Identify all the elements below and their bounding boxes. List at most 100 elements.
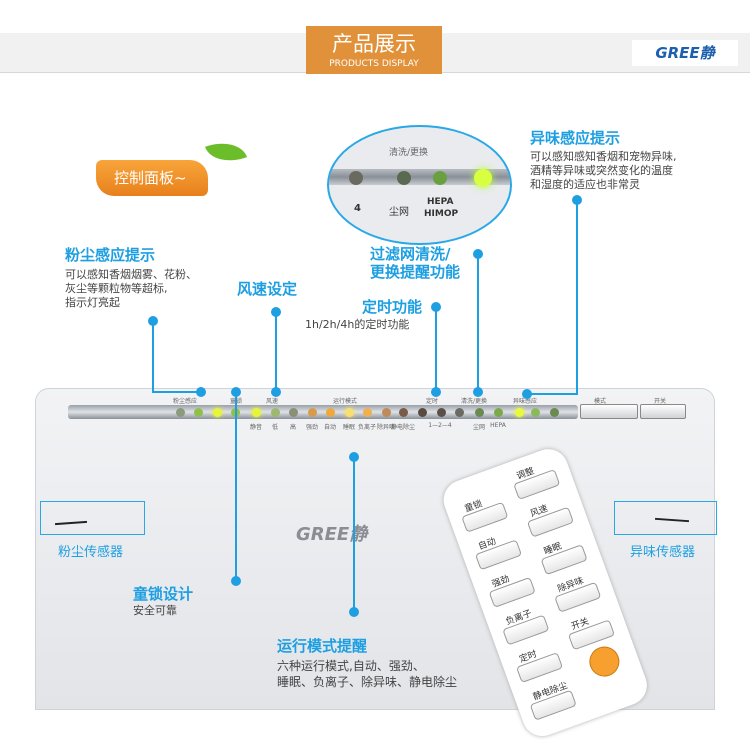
indicator-led (475, 408, 484, 417)
indicator-led (418, 408, 427, 417)
title-line: 过滤网清洗/ (370, 245, 451, 263)
child-lock-desc: 安全可靠 (133, 604, 177, 617)
panel-bottom-label: 强劲 (305, 424, 318, 431)
callout-line (353, 456, 355, 612)
indicator-led (308, 408, 317, 417)
callout-line (275, 310, 277, 392)
desc-line: 六种运行模式,自动、强劲、 (277, 659, 425, 673)
callout-line (435, 305, 437, 392)
mag-group-label: 清洗/更换 (389, 148, 429, 158)
panel-top-label: 定时 (425, 398, 438, 405)
callout-dot (196, 387, 206, 397)
desc-line: 指示灯亮起 (65, 296, 120, 309)
panel-top-label: 粉尘感应 (172, 398, 197, 405)
control-panel-badge: 控制面板~ (96, 160, 208, 196)
indicator-led (399, 408, 408, 417)
dust-sensor-box (40, 501, 145, 535)
callout-dot (431, 387, 441, 397)
timer-desc: 1h/2h/4h的定时功能 (305, 318, 410, 331)
indicator-led (382, 408, 391, 417)
panel-bottom-label: 1—2—4 (428, 422, 452, 429)
panel-bottom-label: 静音 (249, 424, 262, 431)
panel-bottom-label: 静电除尘 (390, 424, 415, 431)
callout-line (477, 252, 479, 392)
timer-title: 定时功能 (362, 298, 423, 316)
dust-sensor-label: 粉尘传感器 (58, 545, 124, 560)
callout-dot (522, 389, 532, 399)
indicator-led (455, 408, 464, 417)
title-line: 更换提醒功能 (370, 263, 461, 281)
indicator-led (194, 408, 203, 417)
callout-dot (271, 387, 281, 397)
child-lock-title: 童锁设计 (133, 585, 194, 603)
indicator-led (550, 408, 559, 417)
mag-led-strip (329, 169, 510, 185)
indicator-led (326, 408, 335, 417)
device-logo: GREE静 (296, 524, 368, 545)
magnifier-closeup: 清洗/更换 4 尘网 HEPA HIMOP (327, 125, 512, 245)
fan-speed-title: 风速设定 (237, 280, 298, 298)
section-title: 产品展示 (332, 32, 416, 56)
panel-top-label: 模式 (593, 398, 606, 405)
indicator-led (363, 408, 372, 417)
odor-hint-title: 异味感应提示 (530, 129, 621, 147)
mag-led (349, 171, 363, 185)
indicator-led (494, 408, 503, 417)
odor-sensor-label: 异味传感器 (630, 545, 696, 560)
callout-line (152, 320, 154, 392)
panel-bottom-label: HEPA (490, 422, 506, 429)
desc-line: 可以感知感知香烟和宠物异味, (530, 150, 677, 163)
leaf-icon (204, 134, 248, 170)
panel-bottom-label: 负离子 (357, 424, 376, 431)
indicator-led (252, 408, 261, 417)
indicator-led (345, 408, 354, 417)
callout-line (576, 198, 578, 394)
callout-line (527, 393, 578, 395)
panel-bottom-label: 高 (289, 424, 296, 431)
mag-led (397, 171, 411, 185)
callout-dot (349, 607, 359, 617)
desc-line: 灰尘等颗粒物等超标, (65, 282, 168, 295)
mag-dust-net: 尘网 (389, 207, 409, 218)
mag-led (433, 171, 447, 185)
panel-top-label: 风速 (265, 398, 278, 405)
indicator-led (213, 408, 222, 417)
panel-top-label: 运行模式 (332, 398, 357, 405)
desc-line: 睡眠、负离子、除异味、静电除尘 (277, 675, 458, 689)
indicator-led (289, 408, 298, 417)
filter-title: 过滤网清洗/更换提醒功能 (370, 245, 460, 281)
callout-dot (473, 387, 483, 397)
run-mode-desc: 六种运行模式,自动、强劲、睡眠、负离子、除异味、静电除尘 (277, 658, 457, 690)
panel-bottom-label: 低 (271, 424, 278, 431)
indicator-led (515, 408, 524, 417)
desc-line: 可以感知香烟烟雾、花粉、 (65, 268, 197, 281)
callout-line (152, 391, 202, 393)
indicator-led (531, 408, 540, 417)
indicator-led (176, 408, 185, 417)
panel-bottom-label: 自动 (323, 424, 336, 431)
panel-bottom-label: 睡眠 (342, 424, 355, 431)
indicator-led (437, 408, 446, 417)
indicator-led (271, 408, 280, 417)
panel-bottom-label: 除异味 (376, 424, 395, 431)
odor-hint-desc: 可以感知感知香烟和宠物异味,酒精等异味或突然变化的温度和湿度的适应也非常灵 (530, 150, 677, 192)
panel-top-label: 异味感应 (512, 398, 537, 405)
brand-logo: GREE静 (632, 40, 738, 66)
callout-dot (231, 576, 241, 586)
mag-hepa: HEPA (427, 197, 454, 207)
panel-top-label: 开关 (653, 398, 666, 405)
callout-line (235, 392, 237, 580)
power-button[interactable] (640, 404, 686, 419)
section-tab: 产品展示 PRODUCTS DISPLAY (306, 26, 442, 74)
mode-button[interactable] (580, 404, 638, 419)
section-subtitle: PRODUCTS DISPLAY (329, 59, 419, 69)
dust-hint-desc: 可以感知香烟烟雾、花粉、灰尘等颗粒物等超标,指示灯亮起 (65, 268, 197, 310)
remote-power-button[interactable] (585, 642, 624, 681)
desc-line: 酒精等异味或突然变化的温度 (530, 164, 673, 177)
desc-line: 和湿度的适应也非常灵 (530, 178, 640, 191)
odor-sensor-box (614, 501, 717, 535)
mag-led-lit (474, 169, 492, 187)
panel-bottom-label: 尘网 (472, 424, 485, 431)
mag-num: 4 (354, 203, 361, 214)
dust-hint-title: 粉尘感应提示 (65, 246, 156, 264)
